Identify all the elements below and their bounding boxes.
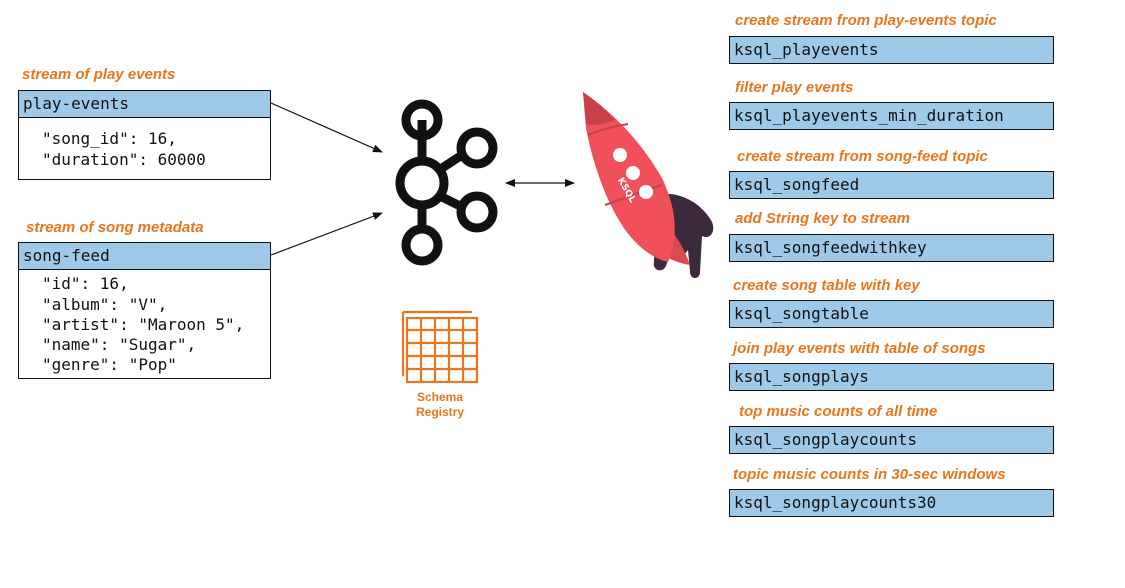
song-feed-caption: stream of song metadata <box>26 219 204 236</box>
step-2-stream[interactable]: ksql_songfeed <box>729 171 1054 199</box>
step-0-stream[interactable]: ksql_playevents <box>729 36 1054 64</box>
schema-registry-label: Schema Registry <box>400 390 480 420</box>
schema-registry-line2: Registry <box>415 405 465 419</box>
step-2-label: create stream from song-feed topic <box>737 148 988 165</box>
step-3-label: add String key to stream <box>735 210 911 227</box>
step-5-stream[interactable]: ksql_songplays <box>729 363 1054 391</box>
step-6-label: top music counts of all time <box>739 403 938 420</box>
kafka-logo-icon <box>395 99 498 266</box>
step-4-stream[interactable]: ksql_songtable <box>729 300 1054 328</box>
song-json-line-3: "name": "Sugar", <box>42 335 197 354</box>
step-6-stream[interactable]: ksql_songplaycounts <box>729 426 1054 454</box>
play-events-schema-box <box>18 118 271 180</box>
play-json-line-0: "song_id": 16, <box>42 129 177 148</box>
play-json-line-1: "duration": 60000 <box>42 150 206 169</box>
song-json-line-0: "id": 16, <box>42 274 129 293</box>
step-0-label: create stream from play-events topic <box>735 12 997 29</box>
arrow-song-to-kafka <box>270 212 383 256</box>
song-json-line-4: "genre": "Pop" <box>42 355 177 374</box>
song-feed-schema-box <box>18 270 271 379</box>
song-json-line-2: "artist": "Maroon 5", <box>42 315 245 334</box>
step-1-stream[interactable]: ksql_playevents_min_duration <box>729 102 1054 130</box>
step-4-label: create song table with key <box>733 277 920 294</box>
step-7-label: topic music counts in 30-sec windows <box>733 466 1006 483</box>
step-5-label: join play events with table of songs <box>733 340 986 357</box>
arrow-play-to-kafka <box>270 102 383 153</box>
step-7-stream[interactable]: ksql_songplaycounts30 <box>729 489 1054 517</box>
song-json-line-1: "album": "V", <box>42 295 168 314</box>
step-1-label: filter play events <box>735 79 854 96</box>
song-feed-topic[interactable]: song-feed <box>18 242 271 270</box>
schema-registry-line1: Schema <box>416 390 464 404</box>
schema-registry-grid-icon <box>401 310 479 384</box>
step-3-stream[interactable]: ksql_songfeedwithkey <box>729 234 1054 262</box>
play-events-caption: stream of play events <box>22 66 176 83</box>
play-events-topic[interactable]: play-events <box>18 90 271 118</box>
ksql-rocket-icon: KSQL <box>583 92 714 278</box>
